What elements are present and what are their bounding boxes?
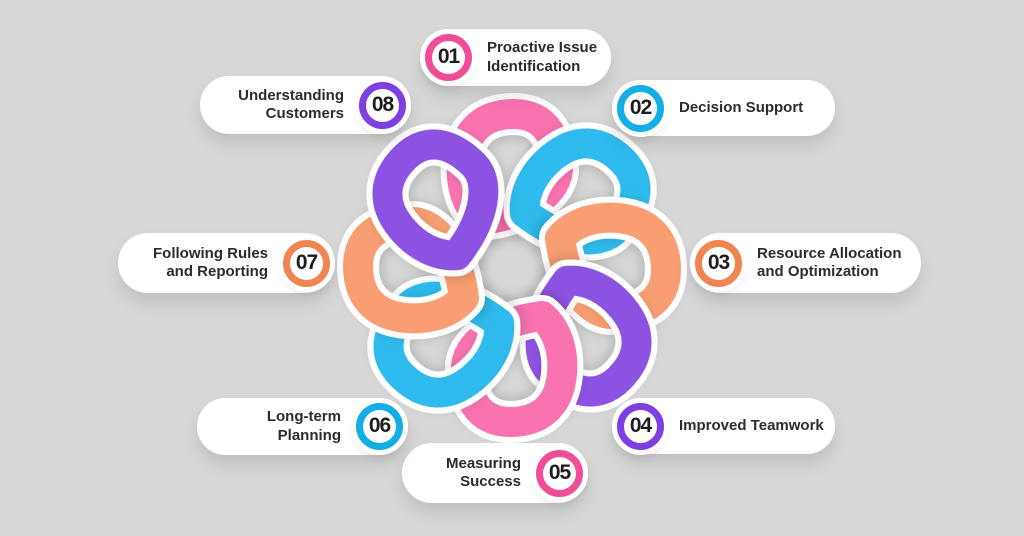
item-badge-04: 04 xyxy=(617,402,664,450)
item-number-04: 04 xyxy=(629,413,652,437)
item-badge-01: 01 xyxy=(425,34,472,81)
item-label-07: Following Rules and Reporting xyxy=(153,244,268,280)
knot-petal-top-left xyxy=(366,123,505,277)
knot-petal-band-top-left xyxy=(372,129,499,271)
item-badge-03: 03 xyxy=(695,239,742,287)
item-number-01: 01 xyxy=(437,45,460,68)
item-badge-06: 06 xyxy=(356,403,403,450)
item-label-02: Decision Support xyxy=(679,98,804,116)
item-label-08: Understanding Customers xyxy=(238,86,344,122)
item-pill-08: Understanding Customers 08 xyxy=(200,76,411,134)
item-pill-03: 03 Resource Allocation and Optimization xyxy=(690,233,921,293)
item-pill-06: Long-term Planning 06 xyxy=(197,398,408,455)
item-badge-08: 08 xyxy=(359,81,406,129)
item-pill-01: 01 Proactive Issue Identification xyxy=(420,29,611,86)
item-pill-04: 04 Improved Teamwork xyxy=(612,398,835,454)
item-label-05: Measuring Success xyxy=(445,454,521,490)
item-pill-05: Measuring Success 05 xyxy=(402,443,588,503)
item-badge-07: 07 xyxy=(283,239,330,287)
item-number-05: 05 xyxy=(548,460,571,484)
item-number-06: 06 xyxy=(368,414,391,437)
item-label-01: Proactive Issue Identification xyxy=(487,39,598,75)
item-number-08: 08 xyxy=(371,92,394,116)
item-label-04: Improved Teamwork xyxy=(679,416,824,434)
item-label-03: Resource Allocation and Optimization xyxy=(757,244,902,280)
item-pill-02: 02 Decision Support xyxy=(612,80,835,136)
item-number-07: 07 xyxy=(295,250,318,274)
item-label-06: Long-term Planning xyxy=(266,408,341,444)
item-badge-02: 02 xyxy=(617,84,664,132)
item-badge-05: 05 xyxy=(536,449,583,497)
item-number-02: 02 xyxy=(629,95,652,119)
item-number-03: 03 xyxy=(707,250,730,274)
item-pill-07: Following Rules and Reporting 07 xyxy=(118,233,335,293)
